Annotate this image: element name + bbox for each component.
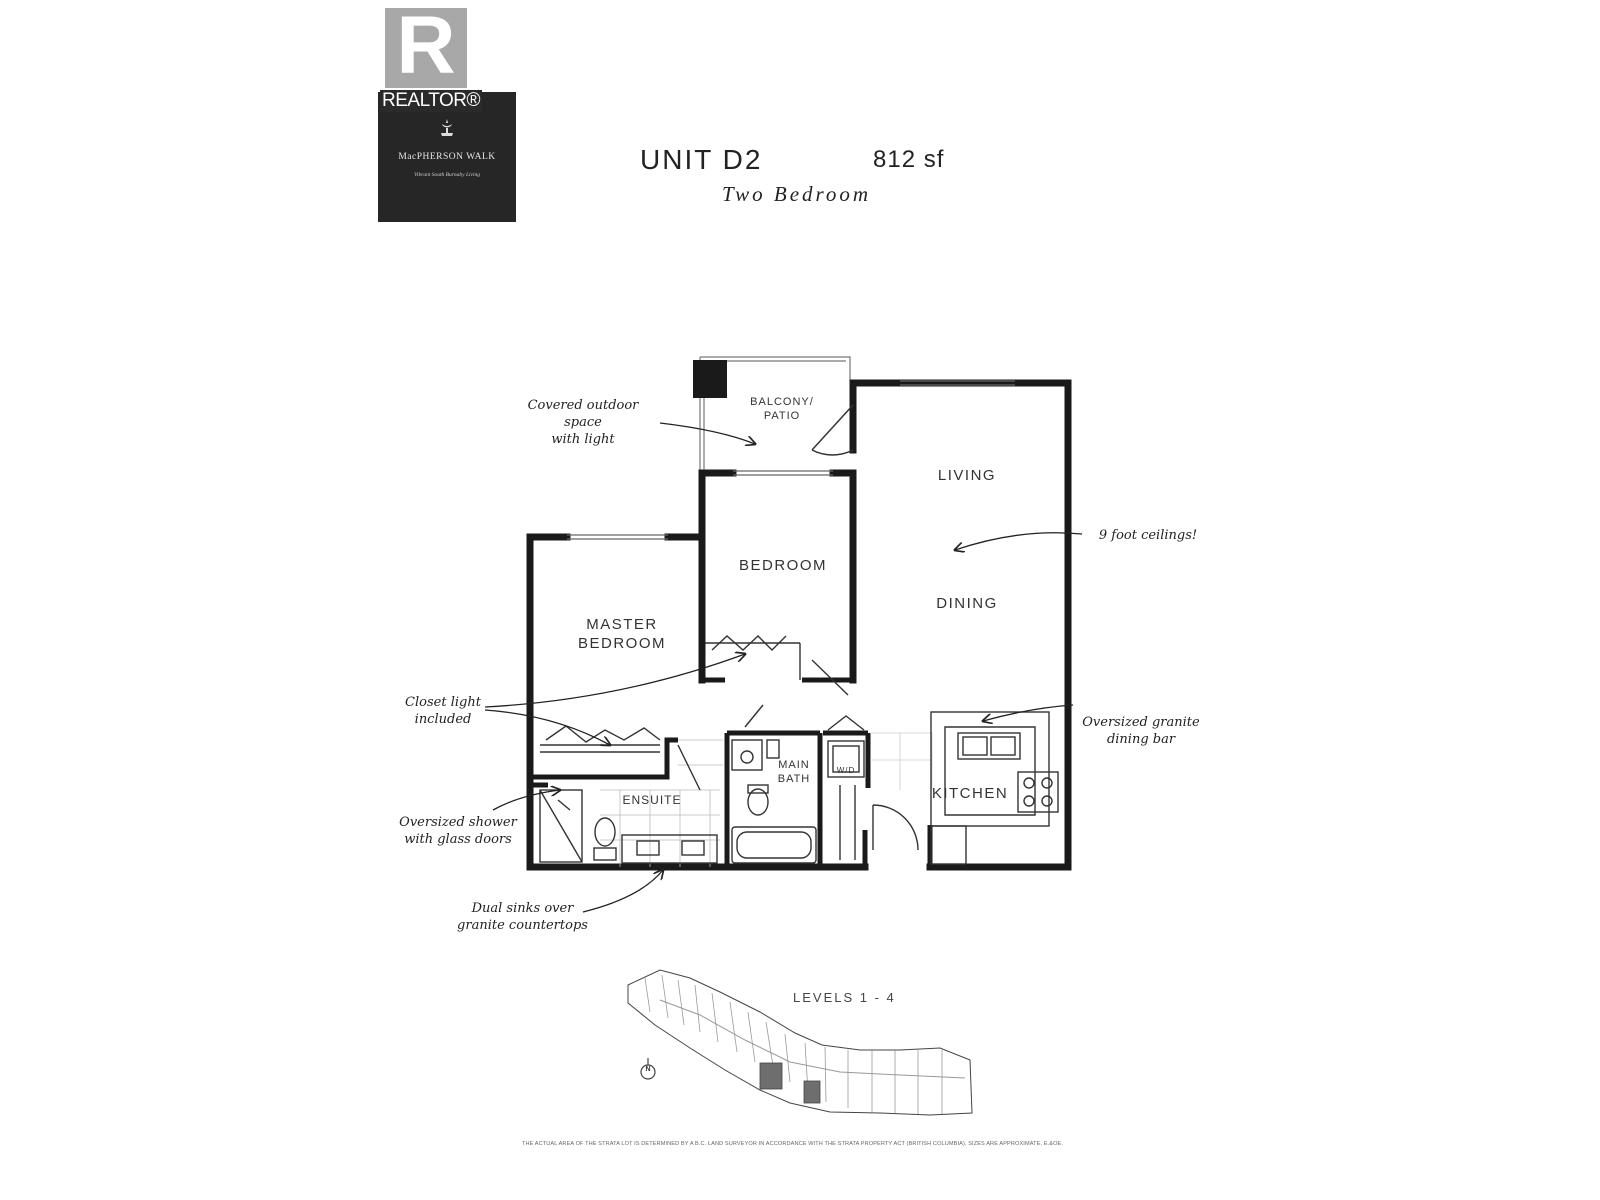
- note-granite-bar: Oversized granite dining bar: [1082, 715, 1200, 747]
- unit-area: 812 sf: [873, 146, 945, 173]
- balcony-door: [811, 404, 854, 456]
- washer-dryer: [827, 715, 865, 778]
- main-bath-fixtures: [731, 739, 817, 864]
- room-label-kitchen: KITCHEN: [931, 785, 1009, 802]
- bedroom-door: [744, 704, 764, 728]
- room-label-main-bath: MAIN BATH: [777, 759, 811, 785]
- realtor-logo: [385, 8, 467, 88]
- balcony-post: [693, 360, 727, 398]
- key-plan-unit-highlight: [759, 1062, 783, 1090]
- disclaimer: THE ACTUAL AREA OF THE STRATA LOT IS DET…: [521, 1141, 1064, 1147]
- macpherson-walk-logo: [378, 92, 516, 222]
- note-closet-light: Closet light included: [405, 695, 481, 727]
- north-arrow-icon: [640, 1058, 656, 1080]
- note-dual-sinks: Dual sinks over granite countertops: [457, 901, 588, 933]
- note-shower: Oversized shower with glass doors: [399, 815, 517, 847]
- room-label-ensuite: ENSUITE: [622, 793, 682, 807]
- key-plan: [627, 969, 973, 1116]
- north-label: N: [645, 1066, 651, 1073]
- room-label-washer-dryer: W/D: [836, 766, 856, 775]
- shower: [539, 789, 583, 863]
- note-covered-outdoor: Covered outdoor space with light: [527, 398, 639, 447]
- realtor-r-mark: R: [396, 0, 456, 91]
- ensuite-door: [677, 744, 701, 791]
- ensuite-tiles: [600, 739, 723, 867]
- master-closet: [540, 725, 661, 753]
- room-label-balcony: BALCONY/ PATIO: [750, 396, 814, 422]
- windows: [567, 380, 1015, 540]
- room-label-living: LIVING: [937, 467, 997, 484]
- key-plan-unit-highlight: [803, 1080, 821, 1104]
- room-label-bedroom: BEDROOM: [738, 557, 827, 574]
- room-label-dining: DINING: [936, 595, 998, 612]
- ensuite-toilet: [593, 817, 617, 861]
- bedroom-closet: [705, 635, 849, 696]
- key-plan-levels-label: LEVELS 1 - 4: [793, 990, 896, 1005]
- kitchen-counters: [930, 711, 1059, 865]
- annotation-arrows: [484, 422, 1083, 913]
- development-name: MacPHERSON WALK: [398, 152, 496, 162]
- note-ceilings: 9 foot ceilings!: [1098, 528, 1198, 543]
- entry-tiles: [870, 732, 933, 790]
- ensuite-vanity: [621, 834, 718, 864]
- unit-type: Two Bedroom: [722, 182, 872, 206]
- unit-title: UNIT D2: [640, 144, 763, 175]
- interior-walls: [530, 677, 933, 867]
- room-label-master-bedroom: MASTER BEDROOM: [577, 616, 666, 652]
- development-tagline: Vibrant South Burnaby Living: [413, 172, 481, 178]
- entry-door: [839, 785, 919, 860]
- realtor-wordmark: REALTOR®: [380, 90, 482, 112]
- fountain-emblem-icon: [441, 119, 453, 136]
